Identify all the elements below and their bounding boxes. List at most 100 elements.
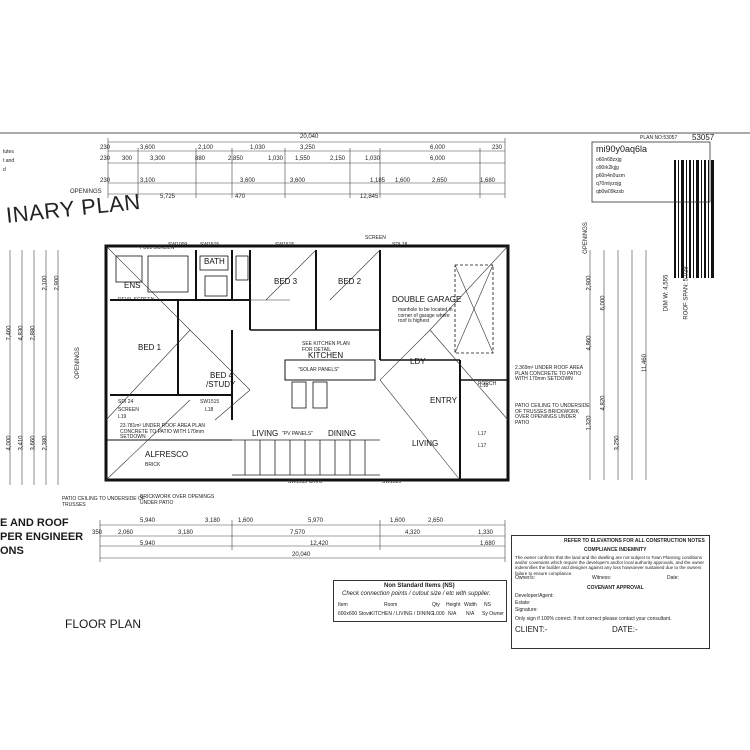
left-openings-label: OPENINGS [74, 347, 81, 379]
top-dim: 12,845 [360, 194, 379, 200]
alfresco-note: 23.781m² UNDER ROOF AREA PLAN CONCRETE T… [120, 423, 206, 440]
left-dim: 2,880 [30, 325, 37, 341]
left-dim: 4,830 [18, 325, 25, 341]
right-dim: 4,820 [600, 395, 607, 411]
ns-cell: Sy Owner [482, 611, 504, 617]
barcode [674, 160, 714, 278]
light-label: L19 [118, 414, 127, 420]
door-label: SDI 24 [118, 399, 134, 405]
patio-ceiling-note: PATIO CEILING TO UNDERSIDE OF TRUSSES [62, 496, 145, 508]
bottom-dim: 7,570 [290, 530, 306, 536]
date2-field[interactable]: DATE:- [612, 625, 638, 634]
top-dim: 1,600 [395, 178, 411, 184]
room-bed1: BED 1 [138, 343, 162, 352]
garage-manhole-note: manhole to be located in corner of garag… [398, 307, 453, 324]
stamp-line: o60n68zxjg [596, 157, 622, 163]
top-overall-dim: 20,040 [300, 134, 319, 140]
light-label: L17 [478, 443, 487, 449]
bottom-dim: 1,330 [478, 530, 494, 536]
devil-screen-label: DEVIL SCREEN [118, 297, 155, 303]
top-dim: 880 [195, 156, 206, 162]
ns-cell: N/A [448, 611, 457, 617]
window-label: SW1515 [200, 242, 220, 248]
door-label: SDI 18 [392, 242, 408, 248]
date-field[interactable]: Date: [667, 575, 679, 581]
witness-field[interactable]: Witness: [592, 575, 612, 581]
owners-field[interactable]: Owner/s: [515, 575, 536, 581]
openings-label: OPENINGS [70, 189, 102, 195]
plan-header: PLAN NO:53057 [640, 135, 678, 141]
notes-header: REFER TO ELEVATIONS FOR ALL CONSTRUCTION… [564, 538, 705, 544]
room-ens: ENS [124, 281, 141, 290]
client-field[interactable]: CLIENT:- [515, 625, 548, 634]
room-ldy: LDY [410, 357, 426, 366]
left-stub-2: t and [3, 158, 15, 164]
top-dim: 3,600 [290, 178, 306, 184]
bottom-dim: 4,320 [405, 530, 421, 536]
bottom-dim: 2,650 [428, 518, 444, 524]
ns-header: Room [384, 602, 398, 608]
bottom-dim: 1,600 [390, 518, 406, 524]
ns-header: Height [446, 602, 461, 608]
left-dim: 3,660 [30, 435, 37, 451]
room-study: /STUDY [206, 380, 236, 389]
room-entry: ENTRY [430, 396, 457, 405]
left-note-2: PER ENGINEER [0, 531, 84, 543]
signature-field[interactable]: Signature: [515, 607, 538, 613]
bottom-dim: 350 [92, 530, 103, 536]
top-dim: 470 [235, 194, 246, 200]
top-dim: 3,600 [140, 145, 156, 151]
stamp-line: p60n4n0usm [596, 173, 625, 179]
room-living-left: LIVING [252, 429, 279, 438]
roof-lines [105, 245, 509, 481]
bottom-dim: 5,940 [140, 518, 156, 524]
right-dimension-lines [589, 250, 647, 480]
top-dim: 2,150 [330, 156, 346, 162]
left-stub-3: d [3, 167, 6, 173]
light-label: L18 [480, 383, 489, 389]
top-dim: 1,185 [370, 178, 386, 184]
bottom-dim: 5,970 [308, 518, 324, 524]
estate-field[interactable]: Estate: [515, 600, 531, 606]
ns-header: Width [464, 602, 477, 608]
room-double-garage: DOUBLE GARAGE [392, 295, 462, 304]
brick-label: BRICK [145, 462, 161, 468]
right-dim: 1,320 [586, 415, 593, 431]
top-dim: 230 [492, 145, 503, 151]
top-dim: 230 [100, 145, 111, 151]
top-dim: 3,300 [150, 156, 166, 162]
sign-note: Only sign if 100% correct. If not correc… [515, 616, 672, 622]
ns-items-table: Non Standard Items (NS) Check connection… [333, 580, 507, 622]
pv-panels-label: "PV PANELS" [282, 431, 313, 437]
compliance-text: The owner confirms that the land and the… [515, 555, 704, 576]
developer-field[interactable]: Developer/Agent: [515, 593, 554, 599]
ns-cell: 600x600 Stove [338, 611, 372, 617]
dim-w-label: DIM W: 4,555 [663, 274, 670, 312]
bottom-dim: 3,180 [205, 518, 221, 524]
top-dim: 3,250 [300, 145, 316, 151]
room-alfresco: ALFRESCO [145, 450, 189, 459]
top-dim: 1,550 [295, 156, 311, 162]
left-dim: 4,000 [6, 435, 13, 451]
window-label: SW1515 [275, 242, 295, 248]
stamp-line: qb0w09kzsb [596, 189, 624, 195]
left-dim: 2,100 [42, 275, 49, 291]
top-dim: 2,850 [228, 156, 244, 162]
top-dim: 6,000 [430, 145, 446, 151]
roof-span-label: ROOF SPAN: 5,028 [683, 266, 690, 320]
left-dimension-lines [9, 250, 59, 485]
window-label: SW1809 [382, 479, 402, 485]
top-dim: 6,000 [430, 156, 446, 162]
left-dim: 2,900 [54, 275, 61, 291]
right-total-dim: 11,460 [641, 354, 648, 372]
bottom-dim: 1,600 [238, 518, 254, 524]
plan-code: mi90y0aq6la [596, 144, 648, 154]
window-label: SW1009 [168, 242, 188, 248]
ns-cell: 1.000 [432, 611, 445, 617]
room-bed3: BED 3 [274, 277, 298, 286]
right-dim: 3,250 [614, 435, 621, 451]
left-note-1: E AND ROOF [0, 517, 69, 529]
right-openings-label: OPENINGS [582, 222, 589, 254]
room-dining: DINING [328, 429, 356, 438]
window-label: SW1515 [200, 399, 220, 405]
